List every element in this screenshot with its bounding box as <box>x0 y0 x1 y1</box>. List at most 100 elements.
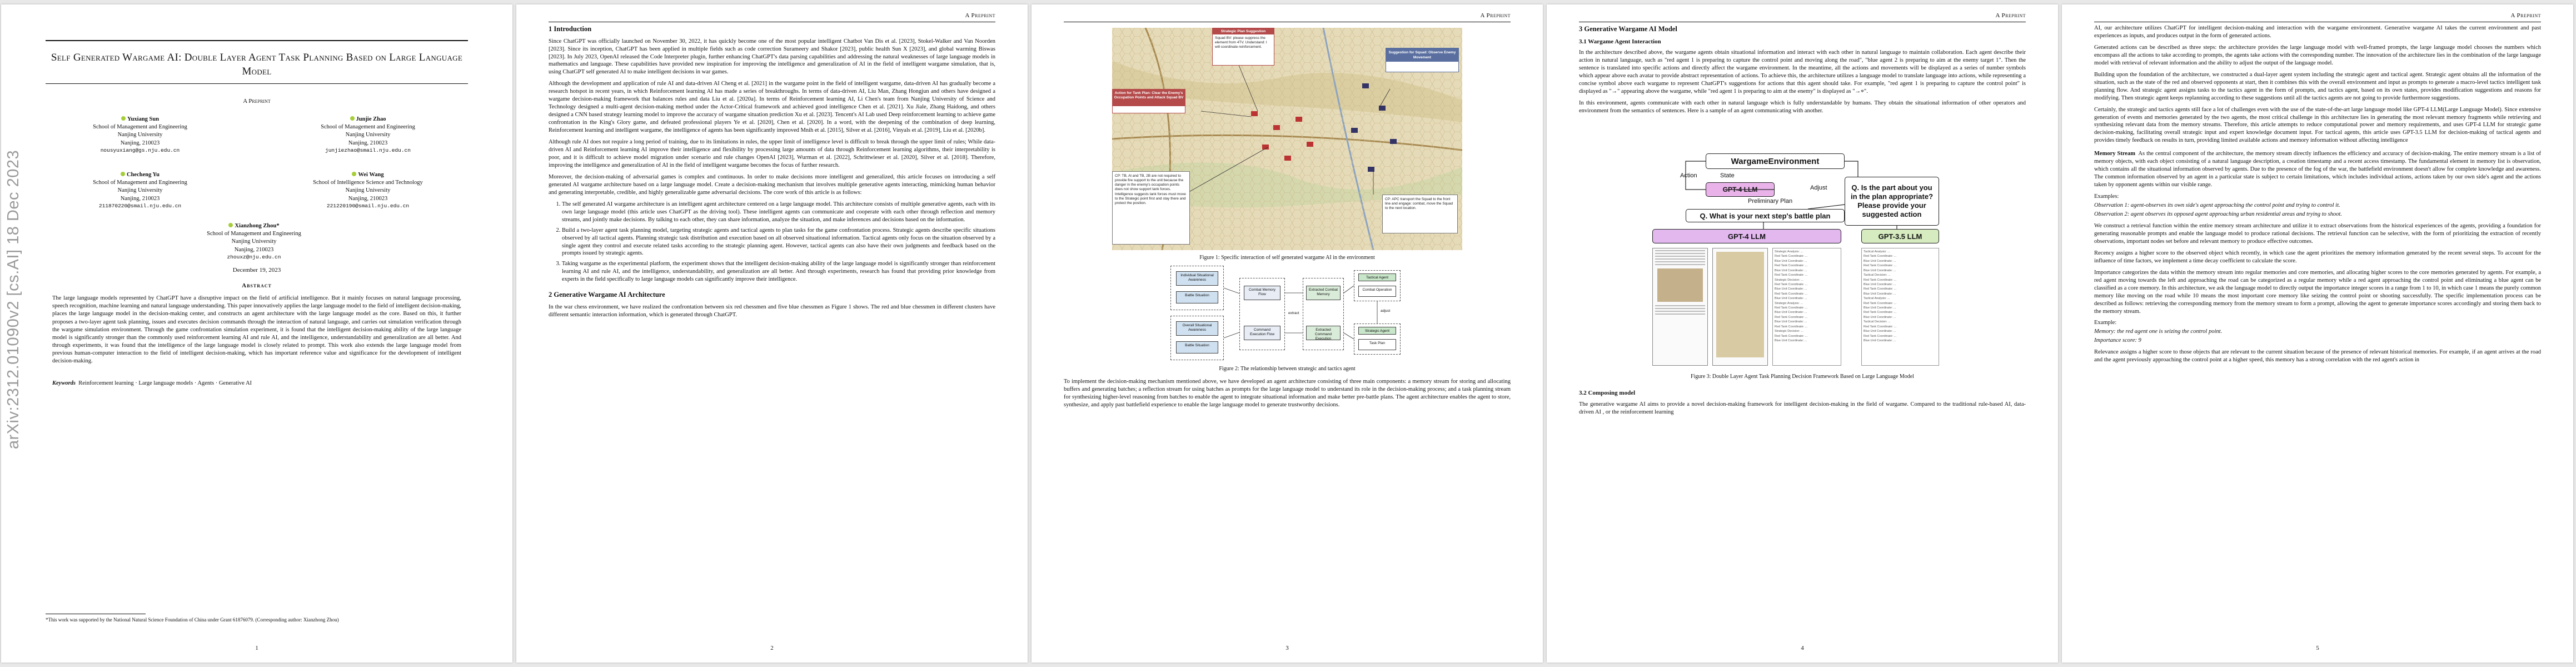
paragraph: The generative wargame AI aims to provid… <box>1579 401 2026 415</box>
action-label: Action <box>1680 172 1697 179</box>
paragraph: AI, our architecture utilizes ChatGPT fo… <box>2094 25 2541 39</box>
state-label: State <box>1720 172 1735 179</box>
battle-situation-box: Battle Situation <box>1176 341 1218 354</box>
page-3: A Preprint <box>1032 4 1543 663</box>
author-block: Xianzhong Zhou* School of Management and… <box>187 222 321 261</box>
memory-example: Memory: the red agent one is seizing the… <box>2094 328 2223 335</box>
paragraph: Although rule AI does not require a long… <box>549 139 995 168</box>
overall-awareness-group <box>1170 316 1224 360</box>
orcid-icon[interactable] <box>350 116 355 121</box>
running-header: A Preprint <box>2510 12 2541 19</box>
overall-awareness-box: Overall Situational Awareness <box>1176 321 1218 336</box>
orcid-icon[interactable] <box>121 116 126 121</box>
observation-1: Observation 1: agent-observes its own si… <box>2094 202 2340 209</box>
list-item: The self generated AI wargame architectu… <box>562 201 995 224</box>
example-label: Example: <box>2094 320 2117 326</box>
author-email[interactable]: zhouxz@nju.edu.cn <box>227 253 281 260</box>
callout-squad-details: CP: APC transport the Squad to the front… <box>1382 195 1458 233</box>
author-block: Checheng Yu School of Management and Eng… <box>73 171 207 210</box>
strategic-agent-group <box>1354 323 1401 355</box>
keywords: Keywords Reinforcement learning · Large … <box>52 380 252 386</box>
paragraph: We construct a retrieval function within… <box>2094 222 2541 245</box>
importance-example: Importance score: 9 <box>2094 337 2141 344</box>
paragraph: Importance categorizes the data within t… <box>2094 269 2541 315</box>
paragraph: Memory Stream As the central component o… <box>2094 151 2541 188</box>
red-unit-icon[interactable] <box>1284 156 1291 161</box>
author-email[interactable]: 221220190@smail.nju.edu.cn <box>326 202 410 209</box>
suggestion-question-box: Q. Is the part about you in the plan app… <box>1845 177 1939 226</box>
section-heading: 3 Generative Wargame AI Model <box>1579 25 1677 33</box>
page-4-body-lower: 3.2 Composing model The generative warga… <box>1579 388 2026 420</box>
figure-2-caption: Figure 2: The relationship between strat… <box>1219 366 1356 372</box>
red-unit-icon[interactable] <box>1262 145 1269 150</box>
subsection-heading: 3.1 Wargame Agent Interaction <box>1579 38 1661 45</box>
extracted-command-box: Extracted Command Execution <box>1306 326 1341 341</box>
section-heading: 1 Introduction <box>549 25 592 33</box>
paragraph: Certainly, the strategic and tactics age… <box>2094 106 2541 144</box>
author-email[interactable]: junjiezhao@smail.nju.edu.cn <box>325 147 411 153</box>
page-number: 3 <box>1285 645 1289 651</box>
paragraph: Since ChatGPT was officially launched on… <box>549 38 995 76</box>
red-unit-icon[interactable] <box>1251 111 1258 116</box>
page-3-body: To implement the decision-making mechani… <box>1064 378 1511 413</box>
author-email[interactable]: nousyuxiang@gs.nju.edu.cn <box>100 147 180 153</box>
figure-1: Strategic Plan Suggestion Squad BV: plea… <box>1112 28 1462 250</box>
battle-situation-box: Battle Situation <box>1176 291 1218 303</box>
orcid-icon[interactable] <box>228 223 233 227</box>
blue-unit-icon[interactable] <box>1390 139 1397 144</box>
map-document-thumbnail <box>1712 248 1768 366</box>
page-1: arXiv:2312.01090v2 [cs.AI] 18 Dec 2023 S… <box>1 4 512 663</box>
page-number: 5 <box>2316 645 2319 651</box>
paragraph: Building upon the foundation of the arch… <box>2094 71 2541 101</box>
page-2-body: 1 Introduction Since ChatGPT was officia… <box>549 24 995 323</box>
red-unit-icon[interactable] <box>1273 125 1280 130</box>
callout-tank-details: CP: TB, Al and TB, 2B are not required t… <box>1112 171 1190 245</box>
wargame-environment-box: WargameEnvironment <box>1706 153 1845 169</box>
running-header: A Preprint <box>965 12 995 19</box>
blue-unit-icon[interactable] <box>1362 83 1369 88</box>
red-unit-icon[interactable] <box>1307 142 1313 147</box>
blue-unit-icons <box>1351 83 1397 172</box>
figure-2-arrows <box>1223 285 1378 340</box>
running-header: A Preprint <box>1995 12 2026 19</box>
extracted-memory-box: Extracted Combat Memory <box>1306 286 1341 300</box>
page-number: 4 <box>1801 645 1804 651</box>
page-5: A Preprint AI, our architecture utilizes… <box>2062 4 2573 663</box>
paragraph: Although the development and application… <box>549 81 995 134</box>
tactical-agent-box: Tactical Agent <box>1358 273 1396 281</box>
blue-unit-icon[interactable] <box>1368 167 1374 172</box>
paragraph: In this environment, agents communicate … <box>1579 99 2026 114</box>
figure-2: Individual Situational Awareness Battle … <box>1170 266 1404 360</box>
preliminary-plan-label: Preliminary Plan <box>1748 198 1793 205</box>
preprint-label: A Preprint <box>243 98 271 104</box>
observation-2: Observation 2: agent observes its oppose… <box>2094 211 2342 218</box>
blue-unit-icon[interactable] <box>1379 106 1386 111</box>
abstract-heading: Abstract <box>242 282 272 289</box>
paragraph: Recency assigns a higher score to the ob… <box>2094 250 2541 264</box>
callout-tank-plan: Action for Tank Plan: Clear the Enemy's … <box>1112 89 1185 113</box>
subsection-heading: 3.2 Composing model <box>1579 390 1636 396</box>
combat-operation-box: Combat Operation <box>1358 286 1396 297</box>
abstract-text: The large language models represented by… <box>52 295 461 365</box>
arxiv-identifier: arXiv:2312.01090v2 [cs.AI] 18 Dec 2023 <box>4 150 22 449</box>
author-email[interactable]: 211870220@smail.nju.edu.cn <box>98 202 182 209</box>
running-header: A Preprint <box>1480 12 1511 19</box>
paragraph: In the architecture described above, the… <box>1579 49 2026 95</box>
paper-title: Self Generated Wargame AI: Double Layer … <box>51 52 463 77</box>
gpt35-box: GPT-3.5 LLM <box>1861 229 1939 243</box>
red-unit-icon[interactable] <box>1296 117 1302 122</box>
gpt4-main-box: GPT-4 LLM <box>1652 229 1841 243</box>
command-execution-flow-box: Command Execution Flow <box>1244 326 1280 340</box>
paragraph: Generated actions can be described as th… <box>2094 44 2541 66</box>
orcid-icon[interactable] <box>352 172 357 176</box>
orcid-icon[interactable] <box>120 172 125 176</box>
page-2: A Preprint 1 Introduction Since ChatGPT … <box>516 4 1028 663</box>
paragraph: In the war chess environment, we have re… <box>549 303 995 318</box>
title-rule-top <box>46 40 468 41</box>
individual-awareness-group <box>1170 266 1224 310</box>
individual-awareness-box: Individual Situational Awareness <box>1176 271 1218 286</box>
page-number: 1 <box>255 645 258 651</box>
publication-date: December 19, 2023 <box>232 267 281 273</box>
blue-unit-icon[interactable] <box>1351 128 1358 133</box>
